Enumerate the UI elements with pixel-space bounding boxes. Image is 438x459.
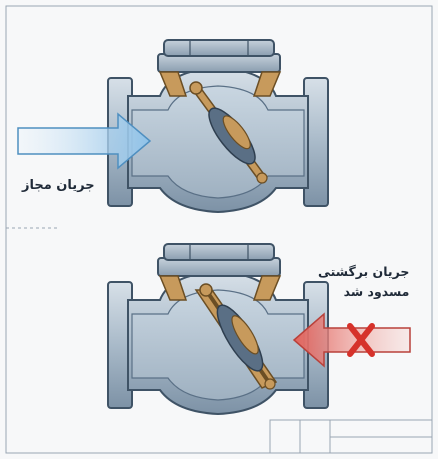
flow-arrow-right-icon: [17, 112, 152, 170]
blocked-flow-label-line1: جریان برگشتی: [318, 264, 410, 279]
blocked-flow-label-line2: مسدود شد: [343, 284, 410, 299]
drawing-frame: [5, 5, 433, 454]
blocked-flow-label: جریان برگشتی مسدود شد: [318, 262, 409, 302]
valve-open: [107, 39, 329, 214]
valve-closed: [107, 243, 329, 416]
blocked-x-icon: [347, 323, 375, 357]
flow-arrow-left-icon: [292, 312, 411, 368]
allowed-flow-label: جریان مجاز: [22, 178, 95, 193]
